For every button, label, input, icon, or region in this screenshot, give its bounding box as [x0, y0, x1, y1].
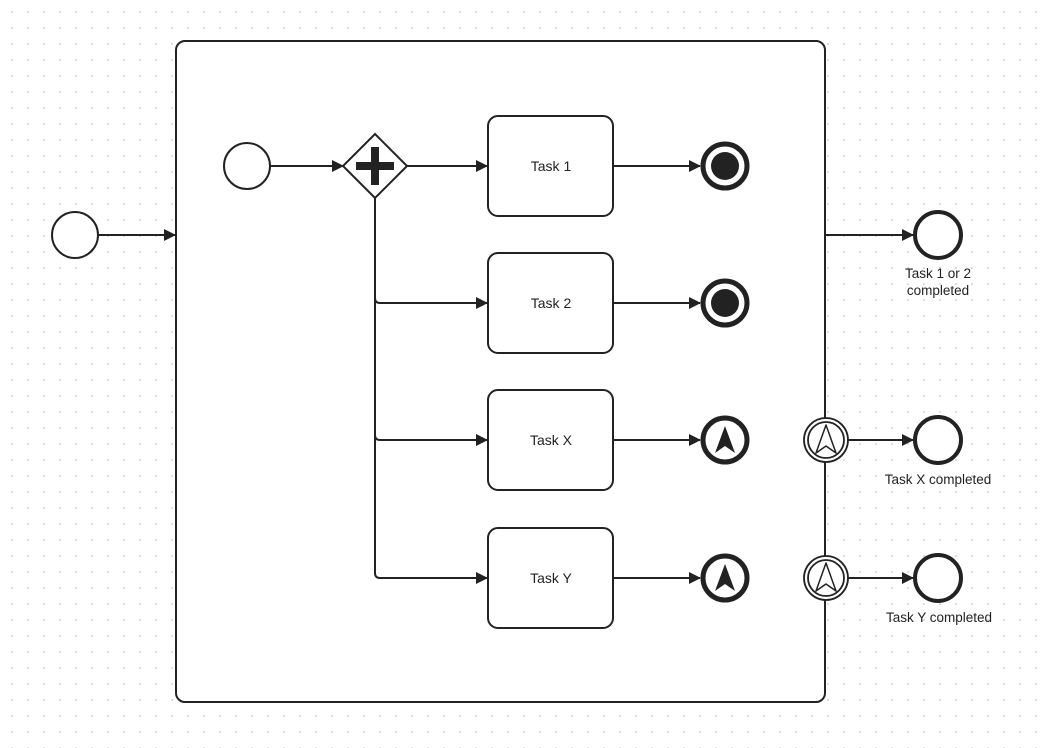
boundary-escalation-event-y[interactable]: [803, 555, 849, 601]
tasky-label: Task Y: [530, 569, 572, 586]
terminate-icon: [711, 152, 739, 180]
boundary-escalation-event-x[interactable]: [803, 417, 849, 463]
taskx-label: Task X: [529, 431, 572, 448]
terminate-icon: [711, 289, 739, 317]
escalation-end-event-x[interactable]: [700, 415, 750, 465]
end-event-task-1-or-2-label: Task 1 or 2 completed: [904, 266, 972, 298]
escalation-icon: [815, 424, 837, 454]
subprocess-container[interactable]: [175, 40, 826, 703]
end-event-task-x[interactable]: [913, 415, 963, 465]
end-event-task-y[interactable]: [913, 553, 963, 603]
end-event-task-x-label: Task X completed: [884, 472, 992, 487]
inner-start-event[interactable]: [223, 142, 271, 190]
task1-label: Task 1: [530, 157, 572, 174]
task2-label: Task 2: [530, 294, 572, 311]
outer-start-event[interactable]: [51, 211, 99, 259]
escalation-icon: [715, 564, 735, 591]
escalation-icon: [715, 426, 735, 453]
terminate-end-event-2[interactable]: [700, 278, 750, 328]
terminate-end-event-1[interactable]: [700, 141, 750, 191]
end-event-task-y-label: Task Y completed: [885, 610, 993, 625]
escalation-icon: [815, 562, 837, 592]
end-event-task-1-or-2[interactable]: [913, 210, 963, 260]
flow-gateway-to-tasky[interactable]: [374, 435, 488, 584]
escalation-end-event-y[interactable]: [700, 553, 750, 603]
